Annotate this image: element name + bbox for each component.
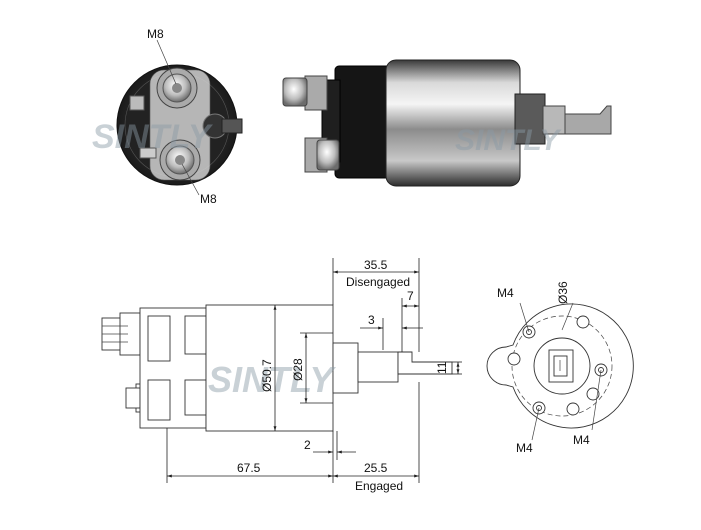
dim-25-5: 25.5 Engaged [333, 382, 420, 493]
photo-label-bottom: M8 [181, 163, 217, 206]
svg-text:Ø36: Ø36 [556, 281, 570, 304]
dim-d50-7: Ø50.7 [260, 305, 277, 431]
svg-text:67.5: 67.5 [237, 461, 261, 475]
end-view-drawing [486, 303, 634, 429]
dim-11: 11 [435, 361, 462, 375]
dim-35-5: 35.5 Disengaged [332, 258, 420, 352]
svg-text:2: 2 [304, 438, 311, 452]
dim-d28: Ø28 [291, 332, 333, 404]
svg-text:M8: M8 [200, 192, 217, 206]
side-view-photo [282, 59, 612, 187]
svg-text:3: 3 [368, 313, 375, 327]
svg-text:Ø50.7: Ø50.7 [260, 359, 274, 392]
svg-text:Ø28: Ø28 [291, 358, 305, 381]
dim-2: 2 [304, 431, 356, 460]
svg-text:M4: M4 [573, 433, 590, 447]
svg-text:Disengaged: Disengaged [346, 275, 410, 289]
svg-text:25.5: 25.5 [364, 461, 388, 475]
svg-text:M4: M4 [497, 286, 514, 300]
end-view-label-m4-bottom: M4 [516, 407, 540, 455]
watermark-top-left: SINTLY [92, 118, 214, 156]
dim-3: 3 [360, 313, 423, 350]
dim-67-5: 67.5 [166, 428, 334, 483]
end-view-photo [116, 64, 243, 186]
svg-text:Engaged: Engaged [355, 479, 403, 493]
svg-text:M4: M4 [516, 441, 533, 455]
end-view-label-m4-right: M4 [573, 369, 602, 447]
watermark-bottom: SINTLY [208, 359, 336, 400]
svg-text:11: 11 [435, 361, 449, 374]
dim-7: 7 [401, 289, 419, 352]
svg-text:M8: M8 [147, 27, 164, 41]
watermark-top-right: SINTLY [455, 124, 562, 157]
svg-text:35.5: 35.5 [364, 258, 388, 272]
photo-label-top: M8 [147, 27, 177, 85]
end-view-label-m4-top: M4 [497, 286, 530, 333]
end-view-label-d36: Ø36 [556, 281, 574, 331]
svg-text:7: 7 [407, 289, 414, 303]
side-elevation [101, 304, 453, 432]
